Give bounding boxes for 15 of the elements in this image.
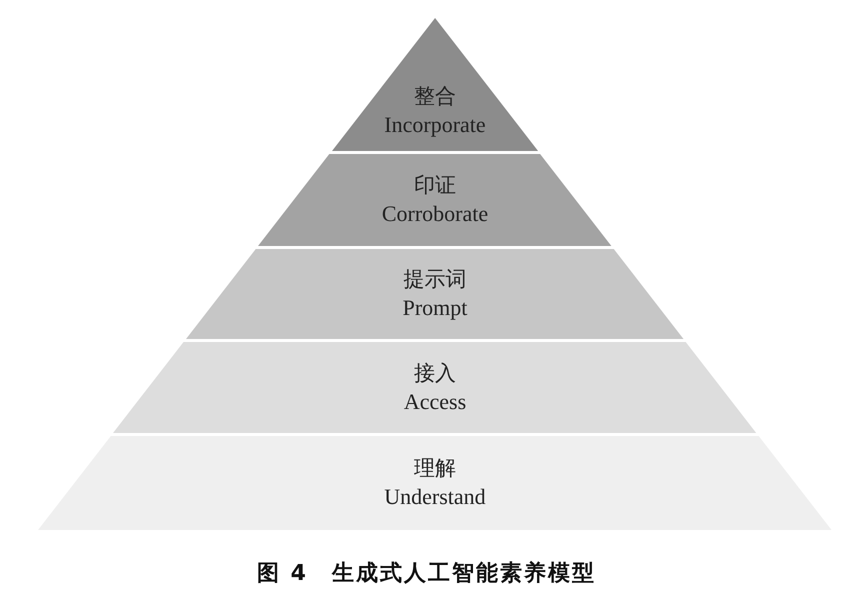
pyramid-tier bbox=[258, 154, 612, 246]
figure-caption: 图 4 生成式人工智能素养模型 bbox=[257, 561, 596, 586]
tier-label: Corroborate bbox=[382, 200, 488, 228]
tier-label: Access bbox=[404, 388, 466, 416]
tier-label: Understand bbox=[384, 483, 486, 511]
pyramid-tier bbox=[113, 342, 757, 433]
tier-label: 理解 bbox=[414, 455, 456, 482]
tier-label: Prompt bbox=[402, 294, 468, 322]
pyramid-tier bbox=[332, 18, 538, 151]
tier-label: Incorporate bbox=[384, 110, 486, 139]
pyramid-tier bbox=[186, 249, 684, 339]
tier-label: 接入 bbox=[414, 360, 456, 386]
tier-label: 提示词 bbox=[403, 266, 466, 293]
tier-label: 印证 bbox=[414, 172, 456, 199]
tier-label: 整合 bbox=[414, 82, 456, 110]
